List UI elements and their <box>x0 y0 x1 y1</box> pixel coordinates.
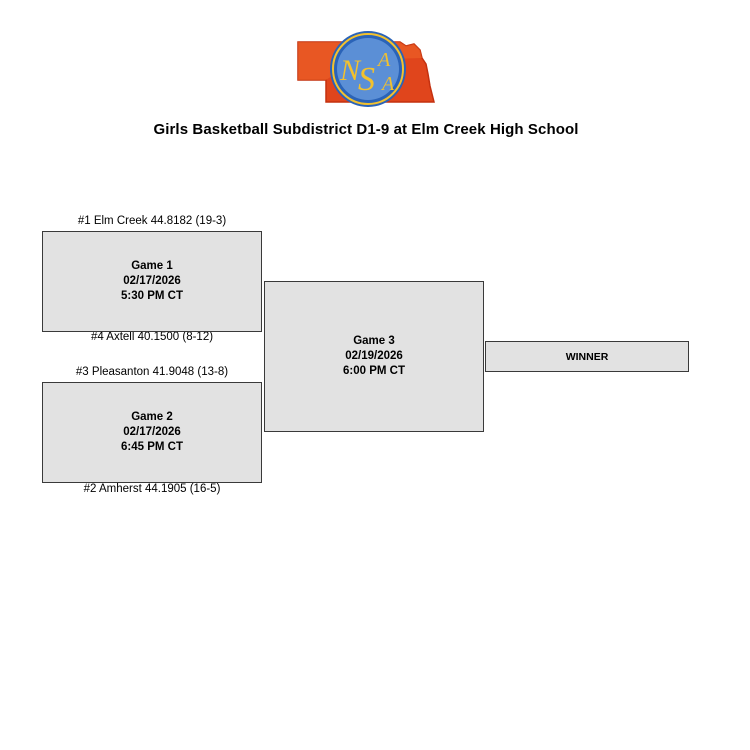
winner-label: WINNER <box>565 350 609 363</box>
game-3-time: 6:00 PM CT <box>343 365 405 377</box>
page-title: Girls Basketball Subdistrict D1-9 at Elm… <box>153 121 579 138</box>
emblem-ring-gold <box>332 33 404 105</box>
game-2-time: 6:45 PM CT <box>121 441 183 453</box>
team-seed-3: #3 Pleasanton 41.9048 (13-8) <box>75 366 229 378</box>
nsaa-logo-graphic: N S A A <box>297 31 435 107</box>
emblem-ring-inner <box>337 38 399 100</box>
game-2-date: 02/17/2026 <box>123 426 181 438</box>
game-3-date: 02/19/2026 <box>345 350 403 362</box>
nsaa-logo: N S A A <box>296 30 436 110</box>
team-seed-4: #4 Axtell 40.1500 (8-12) <box>90 331 214 343</box>
emblem-letter-n: N <box>339 54 362 87</box>
game-1-time: 5:30 PM CT <box>121 290 183 302</box>
team-seed-2: #2 Amherst 44.1905 (16-5) <box>83 483 221 495</box>
winner-box: WINNER <box>485 341 689 372</box>
emblem-letter-a1: A <box>376 49 391 71</box>
emblem-letter-s: S <box>358 61 375 98</box>
emblem-letter-a2: A <box>380 73 395 95</box>
game-1-date: 02/17/2026 <box>123 275 181 287</box>
game-3-box: Game 3 02/19/2026 6:00 PM CT <box>264 281 484 432</box>
game-1-name: Game 1 <box>131 260 173 272</box>
game-2-box: Game 2 02/17/2026 6:45 PM CT <box>42 382 262 483</box>
game-3-name: Game 3 <box>353 335 395 347</box>
team-seed-1: #1 Elm Creek 44.8182 (19-3) <box>77 215 227 227</box>
game-1-box: Game 1 02/17/2026 5:30 PM CT <box>42 231 262 332</box>
game-2-name: Game 2 <box>131 411 173 423</box>
